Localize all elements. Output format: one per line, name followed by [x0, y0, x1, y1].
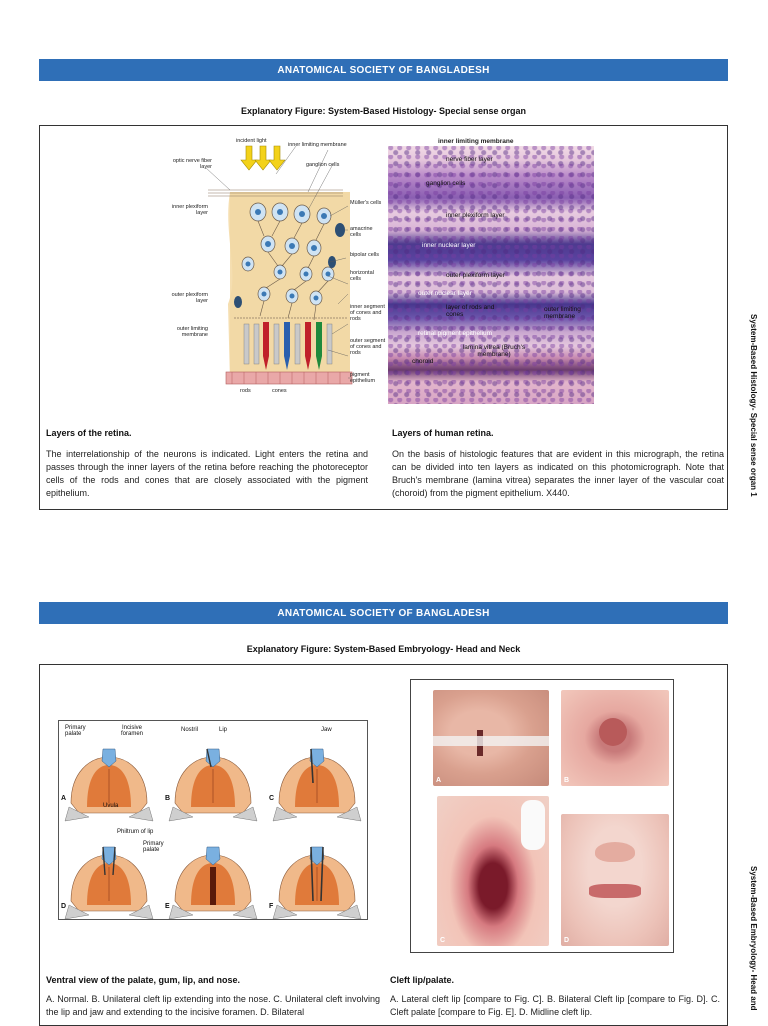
- label-bipolar-cells: bipolar cells: [350, 252, 380, 258]
- retina-diagram-svg: [205, 145, 353, 385]
- plabel-jaw: Jaw: [321, 727, 332, 733]
- mlabel-retinal-pigment-epithelium: retinal pigment epithelium: [418, 330, 493, 337]
- mlabel-inner-limiting-membrane: inner limiting membrane: [438, 138, 514, 145]
- cleft-photo-a: A: [433, 690, 549, 786]
- label-incident-light: incident light: [236, 138, 267, 144]
- palate-letter-a: A: [61, 795, 67, 802]
- mlabel-outer-plexiform-layer: outer plexiform layer: [446, 272, 505, 279]
- plabel-primary-palate-2: Primary palate: [143, 841, 164, 853]
- label-outer-plexiform-layer: outer plexiform layer: [171, 292, 208, 304]
- bottom-banner: ANATOMICAL SOCIETY OF BANGLADESH: [39, 602, 728, 624]
- caption-text-cleft: A. Lateral cleft lip [compare to Fig. C]…: [390, 994, 720, 1017]
- label-horizontal-cells: horizontal cells: [350, 270, 374, 282]
- label-outer-limiting-membrane: outer limiting membrane: [176, 326, 208, 338]
- cleft-photo-b: B: [561, 690, 669, 786]
- top-subtitle: Explanatory Figure: System-Based Histolo…: [240, 106, 527, 116]
- label-inner-segment: inner segment of cones and rods: [350, 304, 385, 322]
- palate-letter-e: E: [165, 903, 170, 910]
- cleft-photos: A B C D: [410, 679, 674, 953]
- palate-diagrams: Primary palate Incisive foramen Nostril …: [58, 720, 368, 920]
- label-ganglion-cells: ganglion cells: [306, 162, 340, 168]
- photo-letter-b: B: [564, 777, 570, 784]
- cleft-photo-d: D: [561, 814, 669, 946]
- plabel-philtrum: Philtrum of lip: [117, 829, 154, 835]
- palate-letter-b: B: [165, 795, 171, 802]
- caption-title-palate: Ventral view of the palate, gum, lip, an…: [46, 975, 241, 985]
- bottom-figure-panel: Primary palate Incisive foramen Nostril …: [39, 664, 728, 1026]
- top-banner: ANATOMICAL SOCIETY OF BANGLADESH: [39, 59, 728, 81]
- bottom-subtitle: Explanatory Figure: System-Based Embryol…: [246, 644, 521, 654]
- label-pigment-epithelium: pigment epithelium: [350, 372, 376, 384]
- top-figure-panel: incident light inner limiting membrane o…: [39, 125, 728, 510]
- caption-text-human-retina: On the basis of histologic features that…: [392, 449, 724, 498]
- caption-title-cleft: Cleft lip/palate.: [390, 975, 455, 985]
- mlabel-nerve-fiber-layer: nerve fiber layer: [446, 156, 493, 163]
- palate-letter-d: D: [61, 903, 67, 910]
- label-mullers-cells: Müller's cells: [350, 200, 382, 206]
- mlabel-outer-nuclear-layer: outer nuclear layer: [418, 290, 472, 297]
- bottom-side-label: System-Based Embryology- Head and: [749, 866, 758, 1011]
- label-cones: cones: [272, 388, 287, 394]
- plabel-lip: Lip: [219, 727, 228, 733]
- plabel-primary-palate: Primary palate: [65, 725, 86, 737]
- caption-text-layers-retina: The interrelationship of the neurons is …: [46, 449, 368, 498]
- plabel-uvula: Uvula: [103, 803, 119, 809]
- retina-diagram: incident light inner limiting membrane o…: [168, 134, 386, 402]
- photo-letter-c: C: [440, 937, 446, 944]
- photo-letter-a: A: [436, 777, 442, 784]
- plabel-nostril: Nostril: [181, 727, 199, 733]
- label-optic-nerve-fiber-layer: optic nerve fiber layer: [172, 158, 212, 170]
- label-inner-limiting-membrane: inner limiting membrane: [288, 142, 347, 148]
- mlabel-inner-nuclear-layer: inner nuclear layer: [422, 242, 476, 249]
- palate-letter-f: F: [269, 903, 274, 910]
- top-side-label: System-Based Histology- Special sense or…: [749, 314, 758, 497]
- mlabel-choroid: choroid: [412, 358, 434, 365]
- palate-diagrams-svg: [64, 748, 362, 920]
- caption-title-human-retina: Layers of human retina.: [392, 428, 494, 438]
- label-rods: rods: [240, 388, 251, 394]
- cleft-photo-c: C: [437, 796, 549, 946]
- retina-micrograph: inner limiting membrane nerve fiber laye…: [388, 134, 594, 406]
- photo-letter-d: D: [564, 937, 570, 944]
- palate-letter-c: C: [269, 795, 275, 802]
- label-inner-plexiform-layer: inner plexiform layer: [171, 204, 208, 216]
- caption-title-layers-retina: Layers of the retina.: [46, 428, 132, 438]
- mlabel-inner-plexiform-layer: inner plexiform layer: [446, 212, 505, 219]
- plabel-incisive-foramen: Incisive foramen: [120, 725, 143, 737]
- mlabel-ganglion-cells: ganglion cells: [426, 180, 466, 187]
- mlabel-lamina-vitrea: lamina vitrea (Bruch's membrane): [462, 344, 526, 358]
- label-outer-segment: outer segment of cones and rods: [350, 338, 386, 356]
- mlabel-outer-limiting-membrane: outer limiting membrane: [544, 306, 581, 320]
- mlabel-rods-and-cones: layer of rods and cones: [446, 304, 495, 318]
- micrograph-image: [388, 146, 594, 404]
- label-amacrine-cells: amacrine cells: [350, 226, 373, 238]
- caption-text-palate: A. Normal. B. Unilateral cleft lip exten…: [46, 994, 380, 1017]
